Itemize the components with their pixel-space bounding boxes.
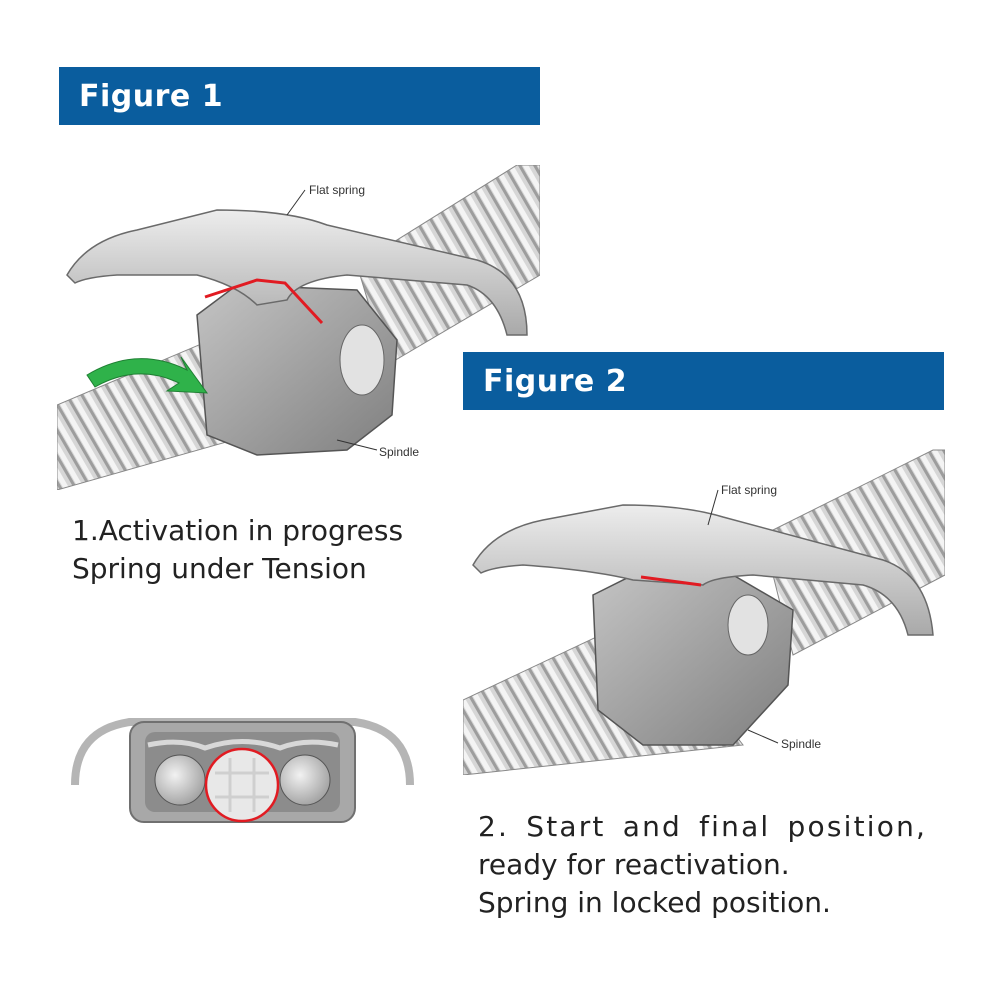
callout-spindle-2: Spindle [781,737,822,751]
flat-spring [472,504,934,636]
figure-2-caption-line-3: Spring in locked position. [478,886,831,919]
figure-2-title: Figure 2 [483,363,628,399]
callout-spindle-1: Spindle [379,445,420,459]
figure-2-banner: Figure 2 [463,352,944,410]
callout-flat-spring-1: Flat spring [309,183,366,197]
figure-1-caption: 1.Activation in progress Spring under Te… [72,512,403,588]
red-contact-edge [640,575,702,587]
figure-2-caption-line-1: 2. Start and final position, [478,810,928,843]
spring-plate-top [147,739,339,751]
spring-end-view-illustration [70,710,415,825]
callout-flat-spring-2: Flat spring [721,483,778,497]
figure-2-caption: 2. Start and final position, ready for r… [478,808,927,922]
rotation-arrow [86,356,209,394]
figure-1-caption-line-1: 1.Activation in progress [72,514,404,547]
red-contact-edge [204,278,324,325]
left-pin [154,754,206,806]
nut-body [592,569,794,746]
figure-2-illustration: Flat spring Spindle [463,445,945,775]
figure-2-caption-line-2: ready for reactivation. [478,848,790,881]
figure-1-caption-line-2: Spring under Tension [72,552,367,585]
figure-1-illustration: Flat spring Spindle [57,165,540,490]
figure-1-title: Figure 1 [79,78,224,114]
flat-spring [66,209,528,336]
figure-1-banner: Figure 1 [59,67,540,125]
right-pin [279,754,331,806]
spindle-cross-section [204,747,280,823]
